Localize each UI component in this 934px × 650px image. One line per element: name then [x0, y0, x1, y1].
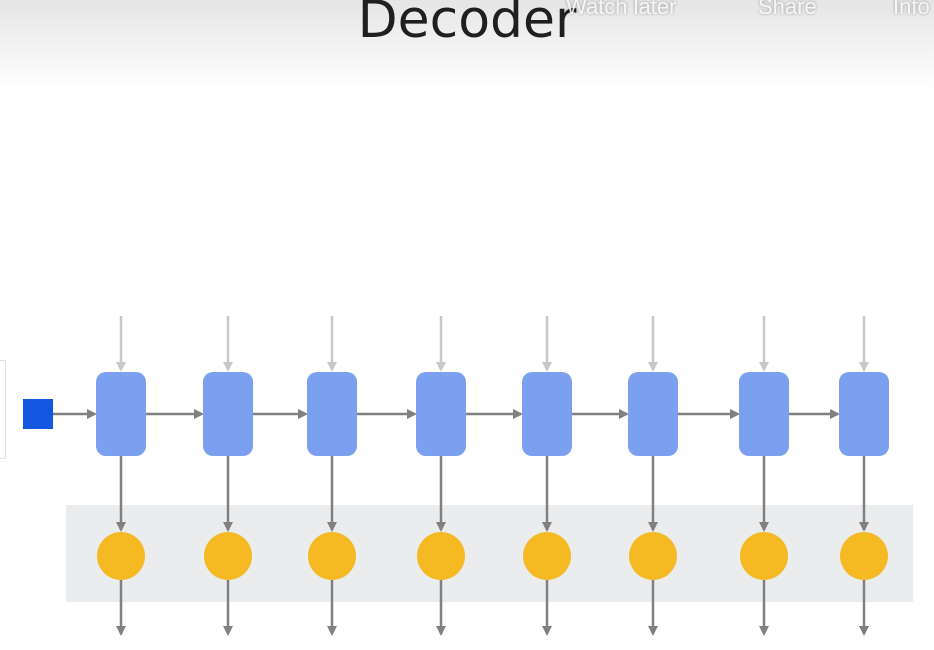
output-node — [523, 532, 571, 580]
output-node — [97, 532, 145, 580]
decoder-cell — [839, 372, 889, 456]
share-button[interactable]: Share — [758, 0, 817, 19]
decoder-cell — [739, 372, 789, 456]
decoder-cell — [307, 372, 357, 456]
output-node — [417, 532, 465, 580]
decoder-cell — [416, 372, 466, 456]
decoder-cell — [96, 372, 146, 456]
start-token-square — [23, 399, 53, 429]
slide-title: Decoder — [357, 0, 577, 50]
info-button[interactable]: Info — [893, 0, 930, 19]
watch-later-button[interactable]: Watch later — [566, 0, 677, 19]
video-top-gradient — [0, 0, 934, 90]
output-node — [740, 532, 788, 580]
decoder-cell — [628, 372, 678, 456]
output-node — [308, 532, 356, 580]
previous-encoder-panel-edge — [0, 360, 6, 459]
decoder-cell — [522, 372, 572, 456]
output-node — [629, 532, 677, 580]
output-node — [840, 532, 888, 580]
decoder-cell — [203, 372, 253, 456]
output-node — [204, 532, 252, 580]
